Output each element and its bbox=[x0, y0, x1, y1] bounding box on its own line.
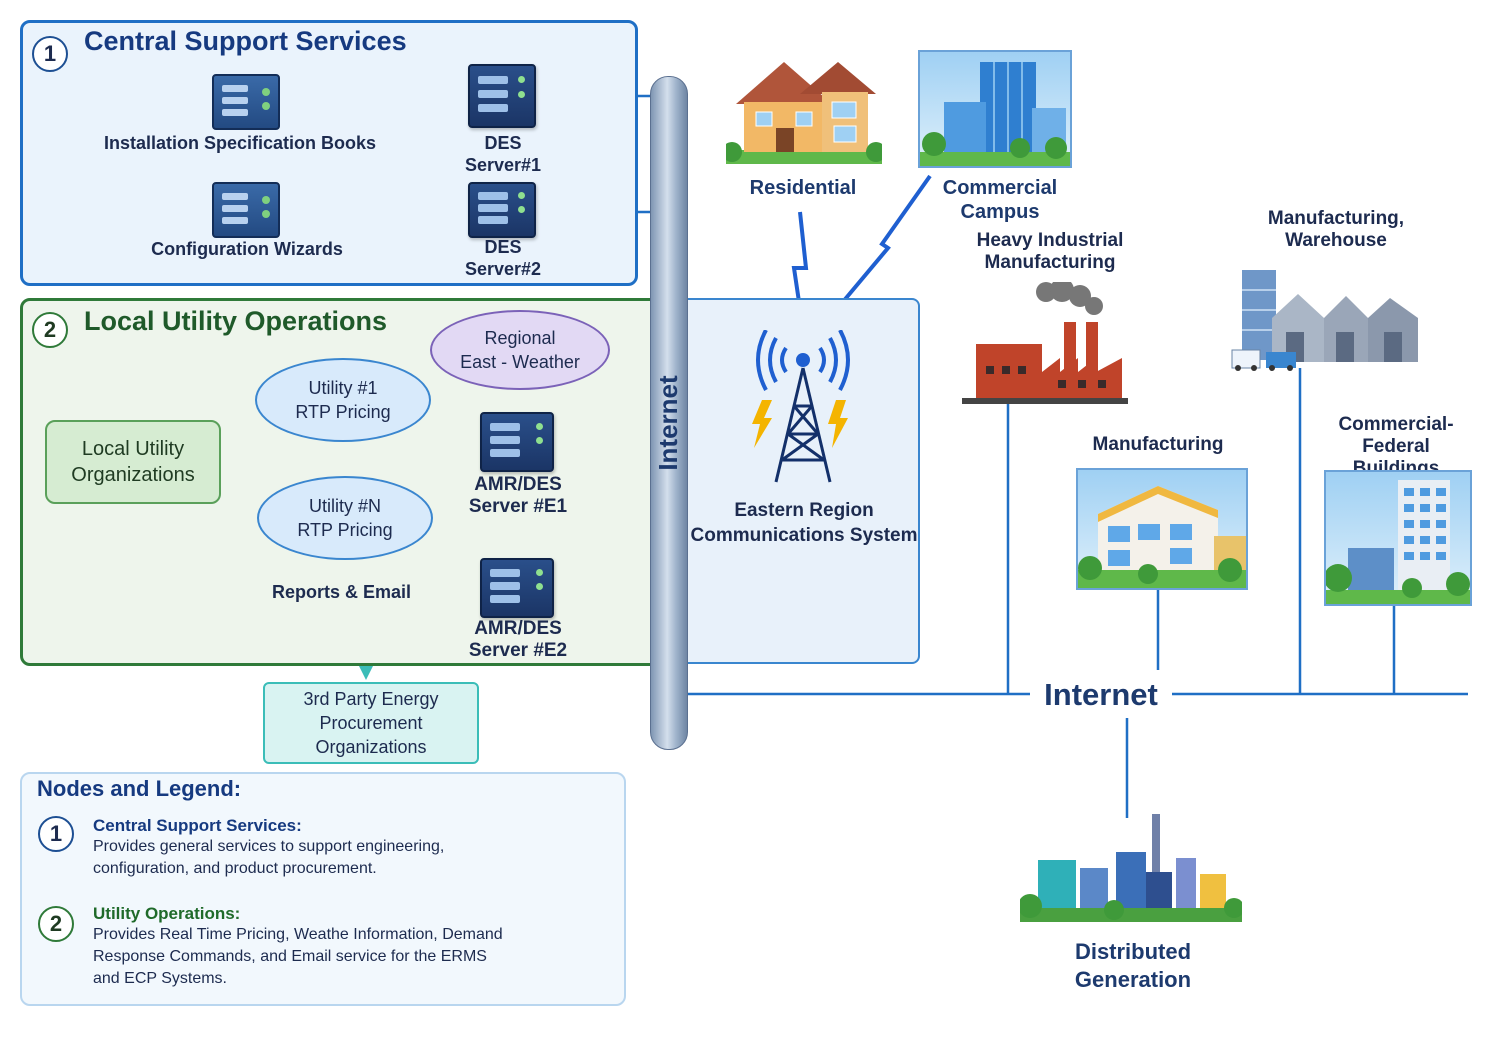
legend-number-2: 2 bbox=[38, 906, 74, 942]
central-support-title: Central Support Services bbox=[84, 26, 407, 56]
warehouse-icon bbox=[1231, 270, 1418, 371]
des-server-2-icon bbox=[468, 182, 536, 238]
federal-buildings-image bbox=[1324, 470, 1472, 606]
manufacturing-label: Manufacturing bbox=[1092, 434, 1224, 455]
amr-server-e1-icon bbox=[480, 412, 554, 472]
des-server-1-icon bbox=[468, 64, 536, 128]
local-utility-title: Local Utility Operations bbox=[84, 306, 388, 336]
manufacturing-building-image bbox=[1076, 468, 1248, 590]
legend-panel bbox=[20, 772, 626, 1006]
factory-icon bbox=[962, 282, 1128, 404]
section-number-1: 1 bbox=[32, 36, 68, 72]
legend-item-utility: Utility Operations: Provides Real Time P… bbox=[93, 904, 503, 987]
distributed-generation-icon bbox=[1020, 814, 1242, 922]
section-number-2: 2 bbox=[32, 312, 68, 348]
radio-tower-icon bbox=[752, 330, 850, 483]
internet-bus-label: Internet bbox=[1030, 676, 1172, 714]
installation-books-label: Installation Specification Books bbox=[103, 133, 377, 153]
legend-item-central: Central Support Services: Provides gener… bbox=[93, 816, 445, 877]
wizards-icon bbox=[212, 182, 280, 238]
central-support-panel bbox=[20, 20, 638, 286]
books-icon bbox=[212, 74, 280, 130]
internet-backbone-pipe bbox=[650, 76, 688, 750]
legend-title: Nodes and Legend: bbox=[37, 776, 242, 801]
legend-number-1: 1 bbox=[38, 816, 74, 852]
configuration-wizards-label: Configuration Wizards bbox=[151, 239, 343, 259]
residential-label: Residential bbox=[749, 177, 857, 199]
internet-backbone-label: Internet bbox=[653, 375, 683, 471]
amr-server-e2-icon bbox=[480, 558, 554, 618]
eastern-region-panel bbox=[688, 298, 920, 664]
reports-email-label: Reports & Email bbox=[272, 582, 412, 602]
manufacturing-warehouse-label: Manufacturing,Warehouse bbox=[1267, 208, 1405, 251]
residential-house-icon bbox=[726, 62, 882, 164]
commercial-campus-image bbox=[918, 50, 1072, 168]
